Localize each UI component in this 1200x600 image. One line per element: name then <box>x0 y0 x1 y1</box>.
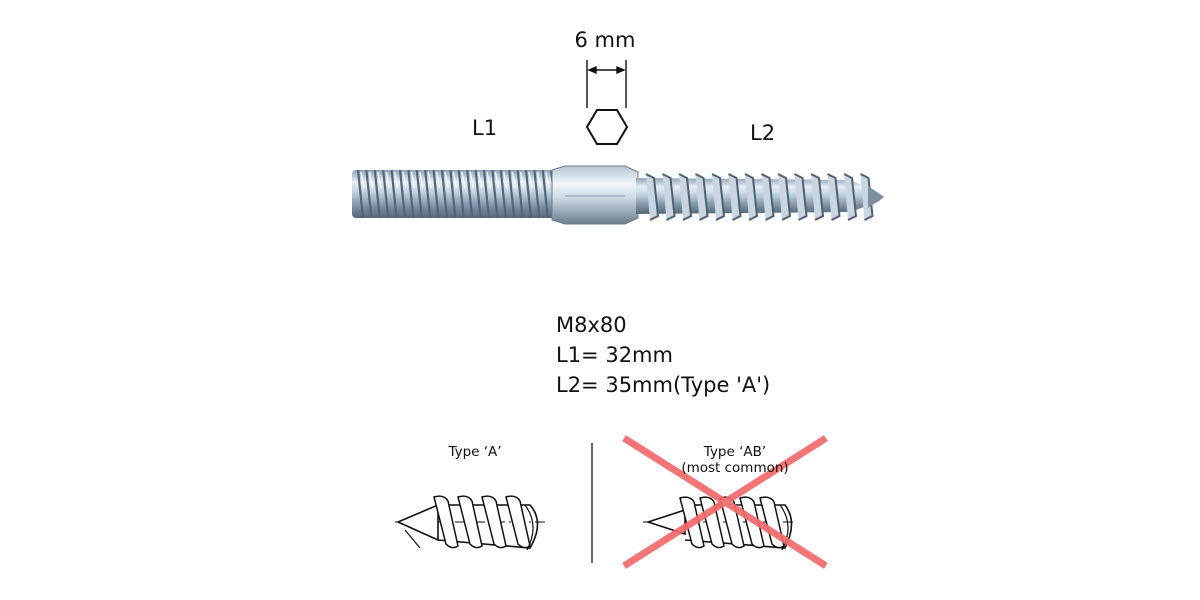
screw-flight <box>505 495 531 549</box>
thread-ridge <box>365 169 373 219</box>
thread-highlight <box>536 171 542 189</box>
screw-flight <box>433 495 459 549</box>
thread-highlight <box>410 171 416 189</box>
type-a-screw-drawing <box>395 495 545 551</box>
thread-highlight <box>360 171 365 189</box>
thread-highlight <box>385 171 390 189</box>
thread-ridge <box>533 169 541 219</box>
thread-highlight <box>419 171 424 189</box>
hex-dimension-label: 6 mm <box>574 28 636 52</box>
thread-flight <box>728 173 742 221</box>
hex-section-icon <box>585 109 629 145</box>
thread-ridge <box>508 169 516 219</box>
thread-highlight <box>393 171 399 189</box>
hex-dimension-marker <box>586 60 627 108</box>
thread-flight <box>794 173 808 221</box>
thread-flight <box>843 173 858 221</box>
thread-ridge <box>541 169 549 219</box>
screw-flight <box>457 495 483 549</box>
thread-ridge <box>415 169 423 219</box>
spec-type-note: (Type 'A') <box>672 373 771 397</box>
thread-highlight <box>477 171 483 189</box>
thread-highlight <box>494 171 500 189</box>
hanger-bolt <box>352 165 884 225</box>
thread-ridge <box>466 169 474 219</box>
thread-highlight <box>402 171 407 189</box>
wood-thread-ridges <box>645 173 874 221</box>
type-ab-note: (most common) <box>681 460 789 476</box>
thread-highlight <box>486 171 491 189</box>
thread-ridge <box>457 169 465 219</box>
thread-ridge <box>474 169 482 219</box>
spec-block: M8x80 L1= 32mm L2= 35mm(Type 'A') <box>556 310 770 400</box>
thread-flight <box>777 173 792 221</box>
thread-highlight <box>469 171 474 189</box>
thread-highlight <box>452 171 458 189</box>
thread-highlight <box>368 171 374 189</box>
thread-ridge <box>424 169 432 219</box>
thread-highlight <box>435 171 441 189</box>
thread-ridge <box>449 169 457 219</box>
thread-highlight <box>444 171 449 189</box>
thread-flight <box>761 173 775 221</box>
type-ab-label: Type ‘AB’ <box>703 444 767 460</box>
thread-flight <box>827 173 841 221</box>
thread-ridge <box>499 169 507 219</box>
spec-l2: L2= 35mm <box>556 373 673 397</box>
thread-ridge <box>482 169 491 219</box>
spec-l1: L1= 32mm <box>556 343 673 367</box>
thread-flight <box>678 173 693 221</box>
thread-highlight <box>545 171 550 189</box>
thread-ridge <box>432 169 440 219</box>
screw-flight <box>699 496 725 549</box>
thread-highlight <box>427 171 432 189</box>
thread-ridge <box>390 169 398 219</box>
thread-flight <box>810 173 825 221</box>
thread-ridge <box>356 169 365 219</box>
thread-ridge <box>516 169 524 219</box>
type-ab-label-block: Type ‘AB’ (most common) <box>660 444 810 476</box>
thread-ridge <box>491 169 499 219</box>
thread-ridge <box>382 169 390 219</box>
thread-highlight <box>519 171 525 189</box>
thread-flight <box>645 173 660 221</box>
thread-ridge <box>373 169 381 219</box>
screw-flight <box>719 496 745 549</box>
thread-highlight <box>461 171 466 189</box>
thread-flight <box>695 173 709 221</box>
hex-drive-section <box>551 165 639 225</box>
thread-highlight <box>377 171 382 189</box>
thread-ridge <box>440 169 449 219</box>
thread-ridge <box>524 169 533 219</box>
spec-l2-row: L2= 35mm(Type 'A') <box>556 370 770 400</box>
rejected-cross-mark <box>622 435 828 569</box>
thread-ridge <box>407 169 415 219</box>
thread-flight <box>744 173 759 221</box>
label-l1: L1 <box>472 116 498 140</box>
thread-highlight <box>511 171 516 189</box>
thread-highlight <box>503 171 508 189</box>
screw-flight <box>481 495 507 549</box>
type-a-label: Type ‘A’ <box>448 444 502 460</box>
label-l2: L2 <box>750 121 776 145</box>
thread-flight <box>662 173 676 221</box>
spec-model: M8x80 <box>556 313 627 337</box>
thread-highlight <box>528 171 533 189</box>
thread-ridge <box>398 169 407 219</box>
thread-flight <box>711 173 726 221</box>
